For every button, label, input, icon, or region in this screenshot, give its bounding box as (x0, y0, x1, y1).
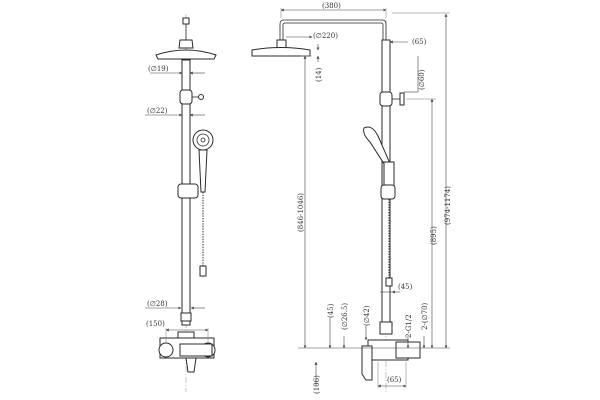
dim-valve-height: (45) (327, 303, 335, 349)
label-outlet-dia: (∅42) (363, 305, 371, 326)
side-clamp-knob (399, 92, 405, 106)
dim-flange-dia: 2-(∅70) (421, 302, 429, 349)
clamp-knob (198, 94, 204, 100)
dim-top-offset: (65) (389, 38, 427, 46)
dim-clamp-dia: (∅60) (404, 56, 426, 93)
bar-bracket (180, 312, 192, 322)
side-view: (380) (∅220) (14) (65) (∅60) (974-1174) (251, 2, 452, 394)
label-head-size: (∅220) (313, 32, 338, 40)
label-bar-dia: (∅28) (147, 300, 168, 308)
label-pipe-dia: (∅22) (147, 107, 168, 115)
slide-holder (177, 183, 199, 199)
dim-pipe-height: (895) (406, 98, 438, 349)
pipe-clamp (179, 89, 193, 105)
spout (185, 357, 197, 373)
label-head-thickness: (14) (315, 67, 323, 82)
label-head-dia: (∅19) (148, 65, 169, 73)
hose-nut (199, 265, 207, 277)
label-pipe-height: (895) (430, 226, 438, 245)
side-lever (361, 345, 373, 381)
label-valve-dia: (∅26.5) (341, 303, 349, 330)
overhead-arm-outer (279, 19, 387, 40)
left-flange (158, 342, 174, 358)
label-bottom-offset: (65) (387, 376, 402, 384)
top-cap (182, 17, 190, 25)
overhead-arm-inner (282, 22, 384, 40)
hand-shower-head (192, 129, 214, 151)
dim-adjustable-height: (846-1046) (297, 55, 312, 349)
shower-head-side (251, 47, 311, 57)
dim-bar-dia: (∅28) (145, 300, 205, 310)
label-total-height: (974-1174) (444, 186, 452, 225)
label-pipe-offset: (45) (398, 283, 413, 291)
dim-wall-offset: (106) (313, 361, 321, 394)
label-flange-dia: 2-(∅70) (421, 302, 429, 330)
front-view: (∅19) (∅22) (∅28) (150) (145, 14, 217, 392)
hand-shower-handle (198, 149, 208, 193)
head-connector (178, 39, 194, 49)
side-hose-nut (385, 277, 393, 287)
dim-head-dia: (∅19) (148, 65, 205, 75)
dim-thread: 2-G1/2 (405, 314, 413, 349)
head-arm-joint (276, 39, 287, 49)
label-adjustable-height: (846-1046) (297, 193, 305, 232)
side-slide-holder (380, 184, 396, 200)
label-arm-length: (380) (322, 2, 341, 10)
dim-head-size: (∅220) (286, 32, 338, 40)
dim-pipe-dia: (∅22) (145, 107, 205, 117)
label-top-offset: (65) (412, 38, 427, 46)
side-bar-bracket (379, 321, 393, 335)
label-thread: 2-G1/2 (405, 314, 413, 338)
dim-pipe-offset: (45) (380, 283, 413, 294)
shower-head-front (155, 49, 217, 60)
label-valve-height: (45) (327, 303, 335, 318)
dim-total-height: (974-1174) (444, 13, 452, 349)
side-wall-flange (395, 341, 421, 359)
dim-arm-length: (380) (280, 2, 387, 18)
dim-outlet-dia: (∅42) (363, 305, 371, 341)
side-clamp (379, 91, 393, 107)
dim-valve-dia: (∅26.5) (341, 303, 349, 349)
dim-bottom-offset: (65) (377, 362, 407, 388)
dim-center-spacing: (150) (146, 320, 209, 342)
dim-head-thickness: (14) (315, 44, 323, 82)
mixer-lever (179, 343, 213, 357)
label-wall-offset: (106) (313, 375, 321, 394)
label-center-spacing: (150) (146, 320, 165, 328)
label-clamp-dia: (∅60) (418, 69, 426, 90)
